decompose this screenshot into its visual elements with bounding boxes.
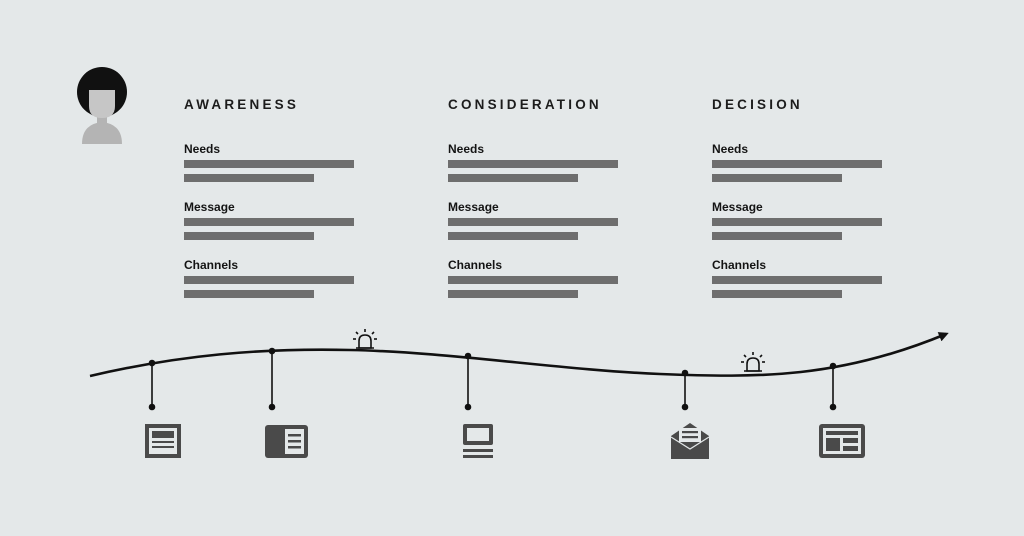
placeholder-bar [184,290,314,298]
dashboard-grid-icon [819,424,865,458]
alert-light-icon [741,352,765,372]
stage-title: DECISION [712,97,803,112]
placeholder-bar [448,218,618,226]
field-channels: Channels [712,258,912,298]
field-label: Message [712,200,763,214]
placeholder-bar [448,290,578,298]
touchpoint-connectors [148,347,837,411]
placeholder-bar [184,232,314,240]
window-page-icon [145,424,181,458]
placeholder-bar [448,232,578,240]
placeholder-bar [712,290,842,298]
field-label: Channels [184,258,239,272]
stage-title: CONSIDERATION [448,97,602,112]
placeholder-bar [712,218,882,226]
placeholder-bar [712,276,882,284]
field-channels: Channels [448,258,648,298]
field-label: Channels [712,258,767,272]
placeholder-bar [184,218,354,226]
journey-path [89,332,949,378]
stage-title: AWARENESS [184,97,300,112]
email-envelope-icon [670,423,710,459]
field-message: Message [712,200,912,240]
field-label: Message [448,200,499,214]
field-label: Needs [448,142,485,156]
field-channels: Channels [184,258,384,298]
field-message: Message [184,200,384,240]
placeholder-bar [184,174,314,182]
field-label: Message [184,200,235,214]
field-needs: Needs [184,142,384,182]
placeholder-bar [184,160,354,168]
placeholder-bar [448,174,578,182]
alert-light-icon [353,329,377,349]
field-message: Message [448,200,648,240]
placeholder-bar [448,276,618,284]
field-needs: Needs [448,142,648,182]
field-needs: Needs [712,142,912,182]
stage-decision: DECISION Needs Message Channels [712,96,912,298]
article-card-icon [265,425,308,458]
desktop-monitor-icon [463,424,493,458]
stage-awareness: AWARENESS Needs Message Channels [184,96,384,298]
placeholder-bar [712,232,842,240]
field-label: Channels [448,258,503,272]
persona-avatar-icon [77,67,127,144]
field-label: Needs [712,142,749,156]
field-label: Needs [184,142,221,156]
placeholder-bar [712,160,882,168]
placeholder-bar [184,276,354,284]
placeholder-bar [712,174,842,182]
placeholder-bar [448,160,618,168]
stage-consideration: CONSIDERATION Needs Message Channels [448,96,648,298]
